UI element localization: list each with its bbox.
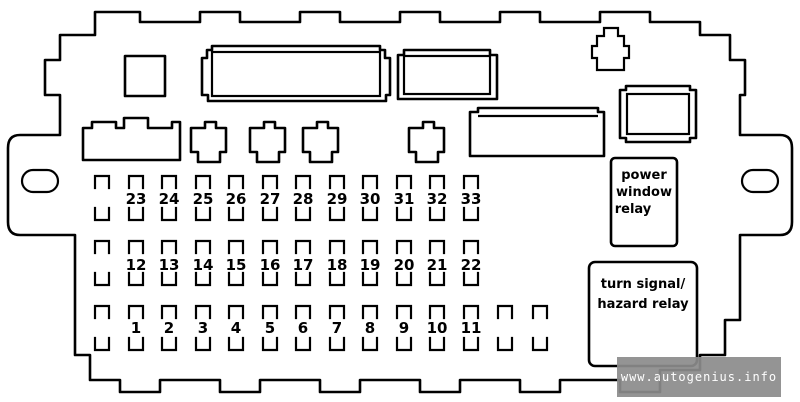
fuse-slot-empty	[93, 304, 111, 352]
fuse-number-22: 22	[461, 256, 482, 274]
fuse-number-29: 29	[327, 190, 348, 208]
fuse-slot-20	[395, 239, 413, 287]
fuse-slot-26	[227, 174, 245, 222]
right-connector-inner	[625, 92, 691, 136]
turn-signal-relay-label-1: turn signal/	[601, 277, 686, 292]
fuse-slot-9	[395, 304, 413, 352]
relay-socket-3	[301, 120, 340, 164]
small-relay-top-right	[590, 26, 631, 72]
fuse-slot-30	[361, 174, 379, 222]
fuse-slot-32	[428, 174, 446, 222]
fuse-slot-23	[127, 174, 145, 222]
fuse-slot-28	[294, 174, 312, 222]
fuse-number-8: 8	[365, 319, 375, 337]
fuse-slot-15	[227, 239, 245, 287]
fuse-slot-spare	[496, 304, 514, 352]
left-connector	[81, 116, 182, 162]
fuse-slot-1	[127, 304, 145, 352]
fuse-box-outline	[6, 10, 794, 394]
power-window-relay-label-1: power	[621, 168, 667, 183]
fuse-number-7: 7	[332, 319, 342, 337]
fuse-number-32: 32	[427, 190, 448, 208]
fuse-number-15: 15	[226, 256, 247, 274]
fuse-number-1: 1	[131, 319, 141, 337]
fuse-number-11: 11	[461, 319, 482, 337]
fuse-slot-12	[127, 239, 145, 287]
fuse-slot-spare	[531, 304, 549, 352]
fuse-slot-11	[462, 304, 480, 352]
medium-connector-inner	[402, 54, 492, 96]
fuse-number-3: 3	[198, 319, 208, 337]
relay-socket-2	[248, 120, 287, 164]
fuse-slot-33	[462, 174, 480, 222]
fuse-slot-4	[227, 304, 245, 352]
fuse-number-30: 30	[360, 190, 381, 208]
fuse-number-5: 5	[265, 319, 275, 337]
fuse-slot-18	[328, 239, 346, 287]
fuse-slot-22	[462, 239, 480, 287]
fuse-slot-31	[395, 174, 413, 222]
fuse-number-2: 2	[164, 319, 174, 337]
fuse-number-33: 33	[461, 190, 482, 208]
fuse-number-31: 31	[394, 190, 415, 208]
left-mounting-hole	[20, 168, 60, 194]
fuse-number-24: 24	[159, 190, 180, 208]
fuse-number-13: 13	[159, 256, 180, 274]
fuse-slot-29	[328, 174, 346, 222]
medium-connector-top	[396, 48, 499, 101]
fuse-number-27: 27	[260, 190, 281, 208]
power-window-relay-label-2: window	[616, 185, 672, 200]
right-mounting-hole	[740, 168, 780, 194]
fuse-slot-10	[428, 304, 446, 352]
fuse-number-14: 14	[193, 256, 214, 274]
fuse-slot-19	[361, 239, 379, 287]
turn-signal-relay-label-2: hazard relay	[597, 297, 689, 312]
watermark: www.autogenius.info	[617, 357, 781, 397]
fuse-number-10: 10	[427, 319, 448, 337]
fuse-slot-27	[261, 174, 279, 222]
fuse-number-19: 19	[360, 256, 381, 274]
relay-socket-1	[189, 120, 228, 164]
fuse-slot-empty	[93, 239, 111, 287]
fuse-number-25: 25	[193, 190, 214, 208]
fuse-number-12: 12	[126, 256, 147, 274]
fuse-slot-6	[294, 304, 312, 352]
fuse-number-20: 20	[394, 256, 415, 274]
fuse-number-17: 17	[293, 256, 314, 274]
fuse-number-21: 21	[427, 256, 448, 274]
fuse-slot-3	[194, 304, 212, 352]
power-window-relay-label-3: relay	[615, 202, 652, 217]
fuse-number-18: 18	[327, 256, 348, 274]
fuse-slot-25	[194, 174, 212, 222]
fuse-slot-2	[160, 304, 178, 352]
fuse-slot-5	[261, 304, 279, 352]
fuse-slot-24	[160, 174, 178, 222]
large-connector-inner	[210, 50, 382, 98]
fuse-slot-8	[361, 304, 379, 352]
fuse-number-26: 26	[226, 190, 247, 208]
fuse-slot-empty	[93, 174, 111, 222]
fuse-number-16: 16	[260, 256, 281, 274]
fuse-slot-13	[160, 239, 178, 287]
fuse-number-28: 28	[293, 190, 314, 208]
fuse-slot-17	[294, 239, 312, 287]
fuse-slot-7	[328, 304, 346, 352]
fuse-slot-16	[261, 239, 279, 287]
relay-socket-4	[407, 120, 446, 164]
fuse-slot-21	[428, 239, 446, 287]
fuse-number-9: 9	[399, 319, 409, 337]
fuse-number-4: 4	[231, 319, 241, 337]
fuse-slot-14	[194, 239, 212, 287]
fuse-number-23: 23	[126, 190, 147, 208]
small-square-connector	[123, 54, 167, 98]
right-connector	[618, 84, 698, 144]
large-connector-top	[200, 44, 392, 103]
wide-connector	[468, 106, 606, 158]
fuse-number-6: 6	[298, 319, 308, 337]
power-window-relay-box	[609, 156, 679, 248]
